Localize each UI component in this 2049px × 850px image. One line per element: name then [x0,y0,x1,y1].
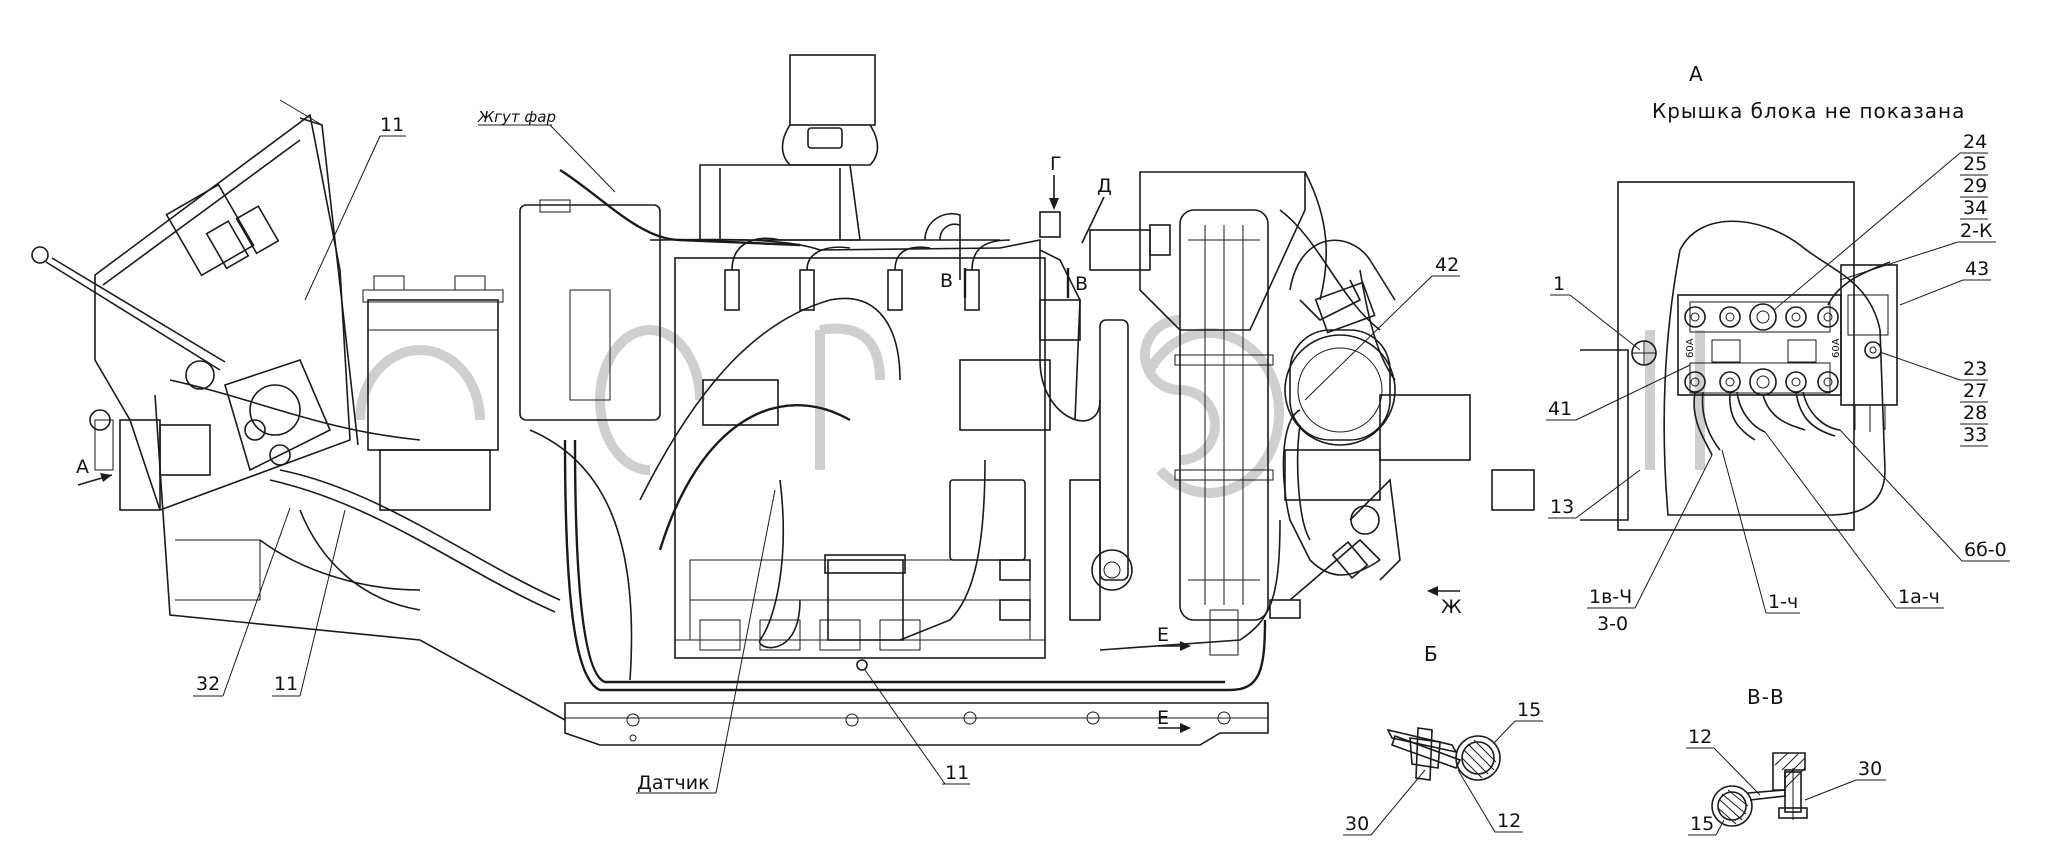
view-mark-zh: Ж [1441,596,1462,618]
callout-3-0: 3-0 [1597,613,1628,635]
fuse-left-rating: 60А [1685,338,1696,358]
detail-b-callout-12: 12 [1497,810,1521,832]
main-view-labels: Жгут фар 11 А 32 11 Датчик 11 Г Д [76,108,1462,794]
view-a-title: А [1689,62,1704,86]
section-vv-title: В-В [1747,685,1785,709]
callout-29: 29 [1963,175,1987,197]
callout-42: 42 [1435,254,1459,276]
callout-11-top: 11 [380,114,404,136]
callout-25: 25 [1963,153,1987,175]
fuse-right-rating: 60А [1831,338,1842,358]
section-vv-callout-12: 12 [1688,726,1712,748]
callout-43: 43 [1965,258,1989,280]
section-vv: В-В 12 15 30 [1686,685,1886,836]
callout-23: 23 [1963,358,1987,380]
detail-b-callout-30: 30 [1345,813,1369,835]
terminal-screws-bottom [1684,368,1839,396]
detail-b-clamp: 15 30 12 [1343,699,1543,836]
callout-28: 28 [1963,402,1987,424]
section-mark-v1: В [940,270,953,292]
terminal-screws-top [1684,303,1839,331]
callout-11-bottom-left: 11 [274,673,298,695]
section-vv-callout-15: 15 [1690,813,1714,835]
view-arrow-a-label: А [76,456,89,478]
callout-1v-ch: 1в-Ч [1589,586,1632,608]
callout-41: 41 [1548,398,1572,420]
callout-13: 13 [1550,496,1574,518]
view-a-callouts: 24 25 29 34 2-К 43 1 41 23 27 28 33 [1546,131,2010,635]
callout-1a-ch: 1а-ч [1898,586,1940,608]
callout-6b0: 6б-0 [1964,539,2007,561]
view-mark-e1: Е [1157,624,1169,646]
callout-1-ch: 1-ч [1768,591,1798,613]
view-mark-e2: Е [1157,707,1169,729]
callout-32: 32 [196,673,220,695]
callout-34: 34 [1963,197,1987,219]
callout-27: 27 [1963,380,1987,402]
callout-33: 33 [1963,424,1987,446]
harness-label: Жгут фар [477,108,556,126]
detail-b-callout-15: 15 [1517,699,1541,721]
view-mark-g: Г [1050,153,1062,175]
engine-assembly [31,54,1471,746]
callout-24: 24 [1963,131,1987,153]
watermark [355,315,1705,498]
section-mark-v2: В [1075,273,1088,295]
sensor-label: Датчик [637,772,710,794]
view-a-fuse-block: А Крышка блока не показана 60А 60А [1491,62,1965,531]
section-vv-callout-30: 30 [1858,758,1882,780]
block-cover-note: Крышка блока не показана [1652,99,1965,123]
callout-11-bottom-mid: 11 [945,762,969,784]
view-mark-d: Д [1097,175,1112,197]
callout-1: 1 [1553,273,1565,295]
view-title-b: Б [1424,642,1439,666]
callout-2k: 2-К [1960,220,1993,242]
